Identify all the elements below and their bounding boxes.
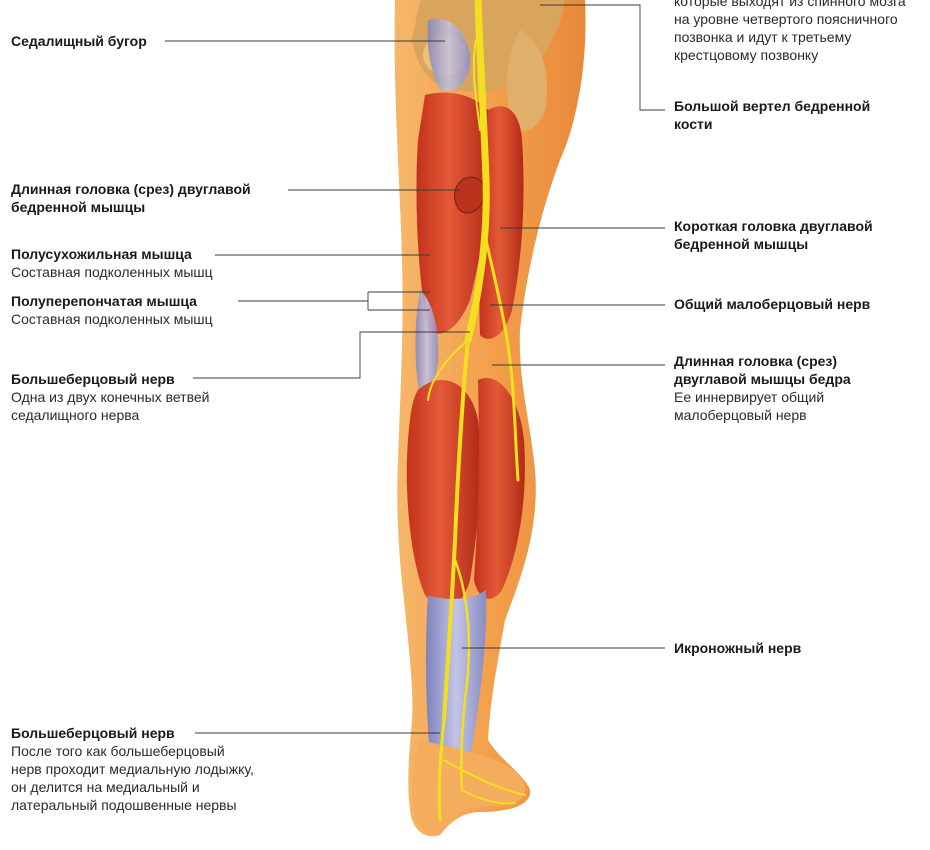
- label-tibial-nerve-upper: Большеберцовый нерв Одна из двух конечны…: [11, 370, 251, 424]
- biceps-long-head-cut-patch: [454, 176, 486, 214]
- gastrocnemius-medial: [406, 380, 481, 607]
- label-title: Общий малоберцовый нерв: [674, 296, 871, 312]
- label-title: Полуперепончатая мышца: [11, 293, 197, 309]
- label-common-peroneal-nerve: Общий малоберцовый нерв: [674, 295, 924, 313]
- label-desc: Составная подколенных мышц: [11, 311, 213, 327]
- adductor-tendon-top: [427, 18, 471, 91]
- leader-lines: [165, 4, 665, 734]
- label-title: Длинная головка (срез) двуглавой бедренн…: [11, 181, 251, 215]
- label-semitendinosus: Полусухожильная мышца Составная подколен…: [11, 245, 251, 281]
- gastrocnemius-lateral: [474, 378, 525, 599]
- label-desc: Одна из двух конечных ветвей седалищного…: [11, 389, 210, 423]
- label-semimembranosus: Полуперепончатая мышца Составная подколе…: [11, 292, 251, 328]
- label-biceps-short-head: Короткая головка двуглавой бедренной мыш…: [674, 217, 919, 253]
- label-ischial-tuberosity: Седалищный бугор: [11, 32, 171, 50]
- biceps-femoris-muscle: [479, 106, 524, 339]
- label-desc: После того как большеберцовый нерв прохо…: [11, 743, 254, 813]
- label-sural-nerve: Икроножный нерв: [674, 639, 874, 657]
- label-tibial-nerve-lower: Большеберцовый нерв После того как больш…: [11, 724, 256, 814]
- label-desc: Ее иннервирует общий малоберцовый нерв: [674, 389, 825, 423]
- label-biceps-long-head-cut: Длинная головка (срез) двуглавой бедренн…: [11, 180, 289, 216]
- label-title: Большеберцовый нерв: [11, 371, 175, 387]
- greater-trochanter-bone: [507, 30, 548, 131]
- sciatic-nerve-system: [427, 0, 526, 822]
- label-title: Икроножный нерв: [674, 640, 802, 656]
- semitendinosus-muscle: [416, 92, 490, 334]
- label-title: Длинная головка (срез) двуглавой мышцы б…: [674, 353, 851, 387]
- semimembranosus-tendon: [415, 290, 439, 396]
- label-greater-trochanter: Большой вертел бедренной кости: [674, 97, 909, 133]
- label-desc: Составная подколенных мышц: [11, 264, 213, 280]
- label-biceps-long-head-cut-right: Длинная головка (срез) двуглавой мышцы б…: [674, 352, 904, 424]
- label-title: Короткая головка двуглавой бедренной мыш…: [674, 218, 873, 252]
- label-desc: которые выходят из спинного мозга на уро…: [674, 0, 906, 63]
- label-title: Полусухожильная мышца: [11, 246, 192, 262]
- label-title: Большой вертел бедренной кости: [674, 98, 871, 132]
- label-intro-cut: которые выходят из спинного мозга на уро…: [674, 0, 924, 64]
- label-title: Большеберцовый нерв: [11, 725, 175, 741]
- label-title: Седалищный бугор: [11, 33, 147, 49]
- heel: [412, 740, 525, 834]
